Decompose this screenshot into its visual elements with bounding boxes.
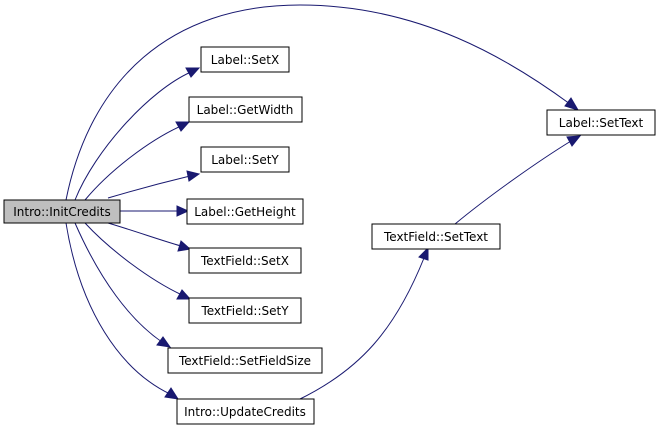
node-label: Label::SetY [211,153,279,167]
node-intro-updatecredits[interactable]: Intro::UpdateCredits [176,398,315,425]
edge-textfield-settext-to-label-settext [454,135,582,225]
edge-initcredits-to-textfield-sety [84,222,192,300]
node-textfield-settext[interactable]: TextField::SetText [371,223,501,250]
node-label: Label::SetText [559,116,644,130]
node-label: TextField::SetX [200,254,289,268]
node-label-getwidth[interactable]: Label::GetWidth [188,96,303,123]
edge-initcredits-to-label-setx [74,67,201,201]
node-label-sety[interactable]: Label::SetY [200,146,290,173]
node-label-getheight[interactable]: Label::GetHeight [186,198,304,225]
edge-initcredits-to-textfield-setx [107,222,192,252]
edge-initcredits-to-label-getheight [120,205,190,217]
node-intro-initcredits[interactable]: Intro::InitCredits [3,199,121,224]
nodes: Intro::InitCredits Label::SetX Label::Ge… [3,46,656,425]
node-label: Intro::UpdateCredits [184,405,306,419]
node-label: TextField::SetFieldSize [178,354,311,368]
edge-initcredits-to-intro-updatecredits [65,222,180,400]
node-label: Label::SetX [211,53,279,67]
node-label: Label::GetHeight [194,205,296,219]
node-textfield-sety[interactable]: TextField::SetY [188,297,302,324]
node-label-setx[interactable]: Label::SetX [200,46,290,73]
edge-initcredits-to-label-settext [65,4,580,201]
node-label: Intro::InitCredits [13,205,110,219]
edge-initcredits-to-textfield-setfieldsize [74,222,172,348]
edge-updatecredits-to-textfield-settext [297,246,429,401]
node-label: Label::GetWidth [197,103,294,117]
edges [65,4,582,401]
node-label-settext[interactable]: Label::SetText [546,109,656,136]
node-textfield-setx[interactable]: TextField::SetX [188,247,302,274]
edge-initcredits-to-label-sety [107,170,201,199]
node-label: TextField::SetY [200,304,289,318]
node-label: TextField::SetText [383,230,488,244]
node-textfield-setfieldsize[interactable]: TextField::SetFieldSize [167,347,323,374]
edge-initcredits-to-label-getwidth [84,121,191,201]
